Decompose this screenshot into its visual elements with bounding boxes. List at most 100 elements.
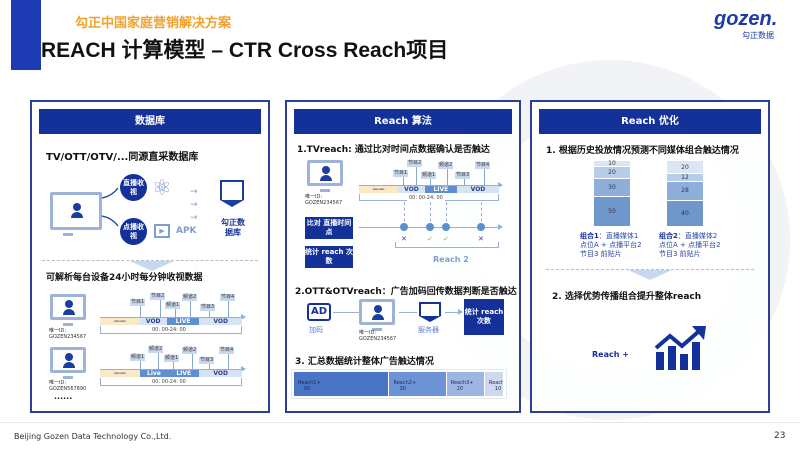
step-title: 3. 汇总数据统计整体广告触达情况 (295, 357, 434, 367)
stack-segment: 30 (594, 179, 630, 197)
timeline-bar: —— VOD LIVE VOD (100, 318, 242, 325)
panel-heading: Reach 优化 (539, 109, 761, 134)
timeline-tag: 频道2 (148, 346, 164, 353)
timeline-tag: 节目4 (219, 347, 235, 354)
tag-stem (175, 308, 176, 317)
deck-subtitle: 勾正中国家庭营销解决方案 (75, 16, 232, 31)
reach-bracket (395, 242, 499, 248)
combo-name: 组合1 (580, 232, 599, 240)
stack-segment: 28 (667, 182, 703, 201)
timeline-tag: 频道2 (182, 347, 198, 354)
segment-vod: VOD (398, 186, 425, 193)
combo-line: 节目3 前贴片 (659, 250, 701, 258)
id-label: 唯一ID: (49, 380, 67, 386)
stack-segment: 50 (594, 197, 630, 227)
down-triangle-icon (130, 261, 174, 271)
timeline-tag: 节目1 (130, 299, 146, 306)
compare-guide (481, 202, 482, 227)
timeline-tag: 节目2 (150, 293, 166, 300)
reach-segment-label: Reach1+ (298, 380, 321, 386)
time-range-bracket (100, 378, 242, 386)
tag-stem (416, 166, 417, 185)
tag-stem (209, 362, 210, 370)
flow-arrow (445, 309, 463, 315)
id-value: GOZEN234567 (359, 336, 397, 342)
compare-guide (446, 202, 447, 227)
section-title: TV/OTT/OTV/...同源直采数据库 (46, 152, 199, 163)
timeline-bar: —— VOD LIVE VOD (359, 186, 499, 193)
audience-icon (71, 203, 83, 218)
compare-live-time-box: 比对 直播时间点 (305, 217, 353, 239)
database-chevron-icon (220, 200, 244, 207)
tv-monitor-icon (50, 192, 102, 236)
reach-algorithm-panel: Reach 算法 1.TVreach: 通过比对时间点数据确认是否触达 唯一ID… (285, 100, 521, 413)
time-point (442, 223, 450, 231)
down-triangle-icon (628, 270, 672, 280)
timeline-tag: 节目2 (407, 160, 423, 167)
tag-stem (140, 360, 141, 370)
segment-idle: —— (359, 186, 399, 193)
timeline-tag: 频道2 (438, 162, 454, 169)
time-range-bracket (100, 326, 242, 334)
id-label: 唯一ID: (49, 328, 67, 334)
server-label: 服务器 (418, 326, 439, 334)
step-title: 1.TVreach: 通过比对时间点数据确认是否触达 (297, 145, 490, 155)
vod-viewing-badge: 点播收视 (120, 218, 147, 245)
device-monitor-icon (50, 294, 86, 326)
stack-segment: 10 (594, 160, 630, 167)
stack-segment: 12 (667, 174, 703, 183)
time-point (477, 223, 485, 231)
segment-vod: VOD (139, 318, 167, 325)
stack-segment: 20 (594, 167, 630, 179)
tag-stem (228, 352, 229, 370)
tag-stem (140, 306, 141, 317)
atom-icon: ⚛ (152, 176, 172, 201)
compare-guide (404, 202, 405, 227)
timeline-tag: 频道1 (421, 172, 437, 179)
timeline-tag: 频道1 (130, 354, 146, 361)
tag-stem (192, 352, 193, 370)
tag-stem (158, 352, 159, 370)
time-point (400, 223, 408, 231)
divider (546, 269, 754, 270)
tag-stem (403, 176, 404, 185)
combo-name: 组合2 (659, 232, 678, 240)
id-label: 唯一ID: (305, 194, 323, 200)
tag-stem (484, 168, 485, 185)
step-title: 2.OTT&OTVreach：广告加码回传数据判断是否触达 (295, 287, 517, 297)
database-panel: 数据库 TV/OTT/OTV/...同源直采数据库 直播收视 点播收视 ⚛ ▶ … (30, 100, 270, 413)
user-icon (372, 305, 384, 320)
segment-vod: VOD (456, 186, 499, 193)
reach-segment-value: 20 (456, 386, 464, 392)
segment-live: LIVE (168, 370, 200, 377)
play-icon: ▶ (154, 224, 170, 238)
compare-guide (430, 202, 431, 227)
hit-check-icon: ✓ (427, 235, 433, 243)
step-title: 1. 根据历史投放情况预测不同媒体组合触达情况 (546, 146, 739, 156)
combo-line: ：直播媒体2 (677, 232, 718, 240)
miss-mark-icon: ✕ (478, 235, 484, 243)
flow-line (333, 312, 359, 313)
device-monitor-icon (307, 160, 343, 192)
timeline-axis (359, 182, 503, 188)
section-title: 可解析每台设备24小时每分钟收视数据 (46, 273, 203, 283)
device-monitor-icon (359, 299, 395, 331)
combo-line: 节目3 前贴片 (580, 250, 622, 258)
timeline-tag: 节目1 (393, 170, 409, 177)
split-arrows-icon (101, 187, 119, 227)
reach-result: Reach 2 (433, 255, 469, 264)
timeline-axis (100, 314, 246, 320)
segment-idle: —— (100, 370, 140, 377)
timeline-tag: 节目3 (455, 172, 471, 179)
server-chevron-icon (419, 316, 441, 322)
step-title: 2. 选择优势传播组合提升整体reach (552, 292, 702, 302)
id-value: GOZEN234567 (305, 200, 343, 206)
server-icon (419, 302, 441, 316)
reach-segment: Reach3+20 (446, 372, 485, 396)
tag-stem (464, 178, 465, 185)
database-server-icon (220, 180, 244, 200)
